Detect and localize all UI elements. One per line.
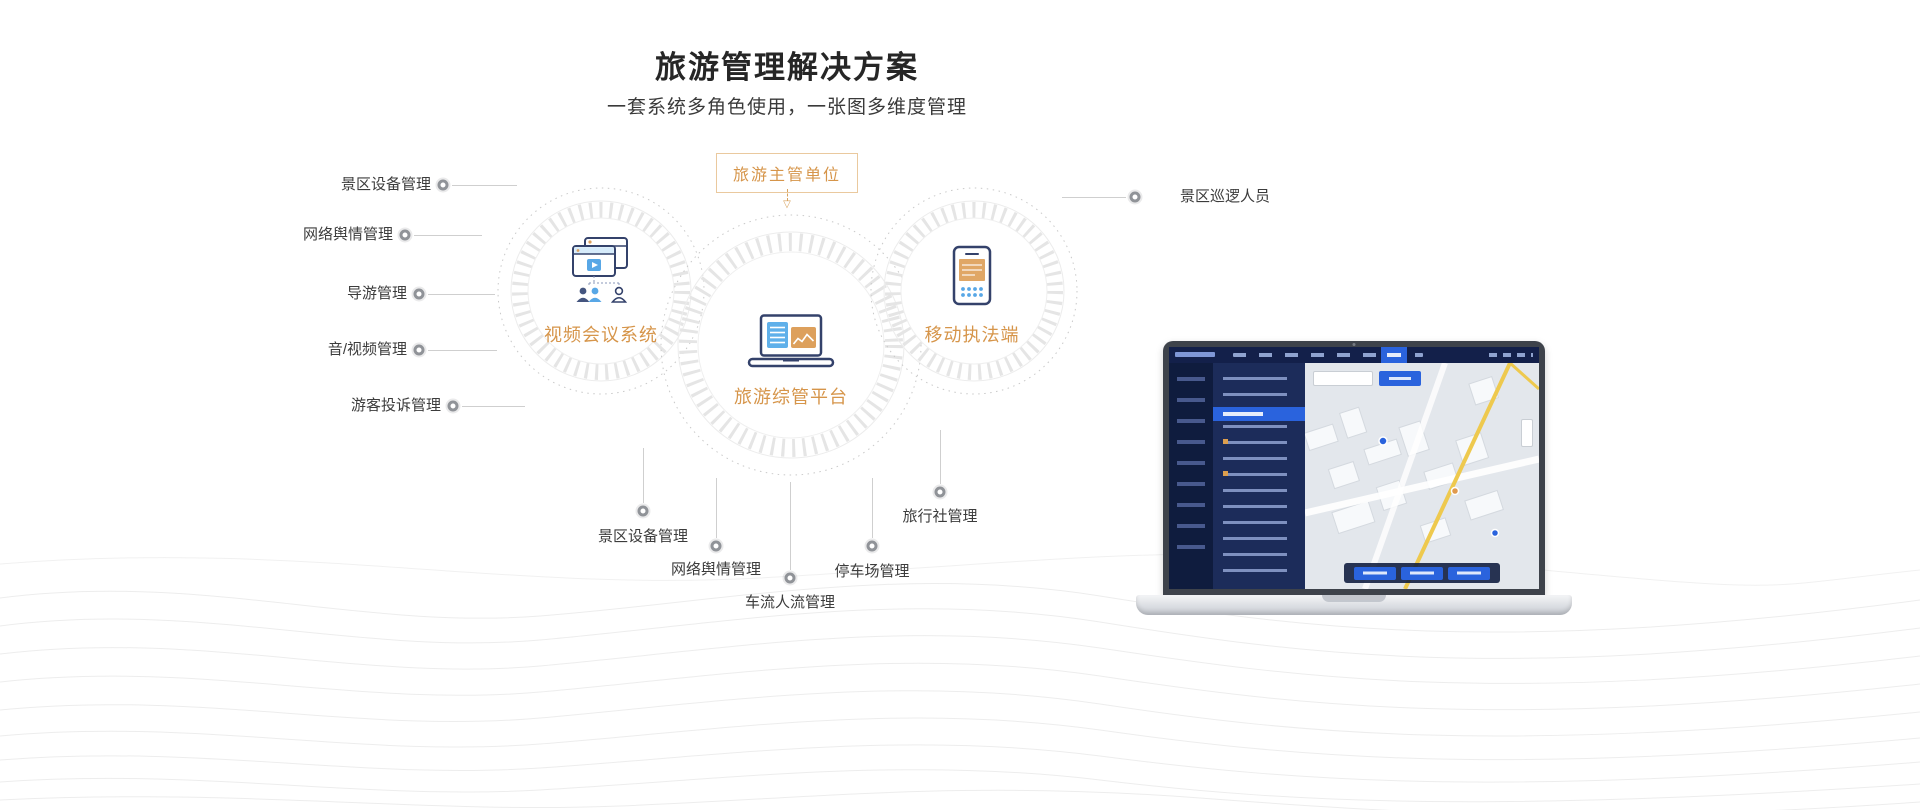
connector-dot — [637, 505, 649, 517]
map-zoom-control — [1521, 419, 1533, 447]
connector-dot — [447, 400, 459, 412]
dashboard-topnav — [1169, 347, 1539, 363]
video-conference-icon — [572, 237, 628, 303]
node-label-platform: 旅游综管平台 — [734, 387, 848, 407]
connector-line — [790, 482, 791, 570]
dashboard-subpanel — [1213, 363, 1305, 589]
connector-dot — [784, 572, 796, 584]
connector-dot — [934, 486, 946, 498]
label-guide-mgmt: 导游管理 — [346, 285, 407, 302]
webcam-dot — [1352, 343, 1356, 346]
dashboard-subpanel-active-row — [1213, 407, 1305, 421]
laptop-platform-icon — [747, 314, 835, 368]
map-toolbar-button — [1401, 566, 1443, 580]
connector-line — [462, 406, 525, 407]
laptop-base-notch — [1322, 595, 1386, 602]
page-title: 旅游管理解决方案 — [655, 50, 919, 85]
contour-background — [0, 553, 1920, 810]
map-action-button — [1379, 371, 1421, 386]
connector-line — [716, 478, 717, 538]
connector-dot — [1129, 191, 1141, 203]
map-toolbar-button — [1448, 566, 1490, 580]
down-arrow-icon: ▽ — [783, 199, 791, 210]
label-travel-agency-mgmt: 旅行社管理 — [902, 508, 978, 525]
connector-line — [872, 478, 873, 538]
laptop-mockup — [1136, 341, 1572, 619]
dashboard-sidebar-rows — [1177, 377, 1205, 565]
dashboard-subpanel-marker — [1223, 471, 1228, 476]
dashboard-logo — [1175, 352, 1215, 357]
label-flow-mgmt: 车流人流管理 — [744, 594, 836, 611]
dashboard-nav-active-tab — [1381, 347, 1407, 363]
map-toolbar-button — [1354, 566, 1396, 580]
top-unit-box: 旅游主管单位 — [715, 153, 859, 193]
mobile-enforcement-icon — [952, 245, 992, 306]
dashboard-nav-items — [1233, 353, 1423, 357]
node-label-mobile: 移动执法端 — [924, 325, 1020, 345]
connector-dot — [866, 540, 878, 552]
dashboard-sidebar — [1169, 363, 1213, 589]
dashboard-subpanel-marker — [1223, 439, 1228, 444]
connector-line — [1062, 197, 1126, 198]
connector-line — [940, 430, 941, 484]
dashboard-nav-right-items — [1489, 353, 1533, 357]
connector-dot — [399, 229, 411, 241]
dashboard-screenshot — [1169, 347, 1539, 589]
label-opinion-mgmt-left: 网络舆情管理 — [302, 226, 393, 243]
label-opinion-mgmt-bottom: 网络舆情管理 — [670, 561, 762, 578]
label-device-mgmt-left: 景区设备管理 — [340, 176, 431, 193]
label-patrol-staff: 景区巡逻人员 — [1180, 188, 1271, 205]
connector-line — [414, 235, 482, 236]
connector-dot — [437, 179, 449, 191]
top-connector-line — [787, 189, 788, 201]
label-av-mgmt: 音/视频管理 — [327, 341, 407, 358]
label-device-mgmt-bottom: 景区设备管理 — [597, 528, 689, 545]
connector-dot — [710, 540, 722, 552]
map-bottom-toolbar — [1344, 563, 1500, 583]
connector-line — [428, 294, 495, 295]
label-parking-mgmt: 停车场管理 — [834, 563, 910, 580]
connector-line — [452, 185, 517, 186]
connector-line — [643, 448, 644, 503]
connector-dot — [413, 288, 425, 300]
node-label-video: 视频会议系统 — [544, 325, 658, 345]
page-subtitle: 一套系统多角色使用，一张图多维度管理 — [606, 97, 968, 118]
dashboard-map — [1305, 363, 1539, 589]
label-complaint-mgmt: 游客投诉管理 — [350, 397, 441, 414]
map-art — [1305, 363, 1539, 589]
map-search-box — [1313, 371, 1373, 386]
connector-dot — [413, 344, 425, 356]
laptop-base — [1136, 595, 1572, 615]
laptop-screen-bezel — [1163, 341, 1545, 595]
connector-line — [428, 350, 497, 351]
